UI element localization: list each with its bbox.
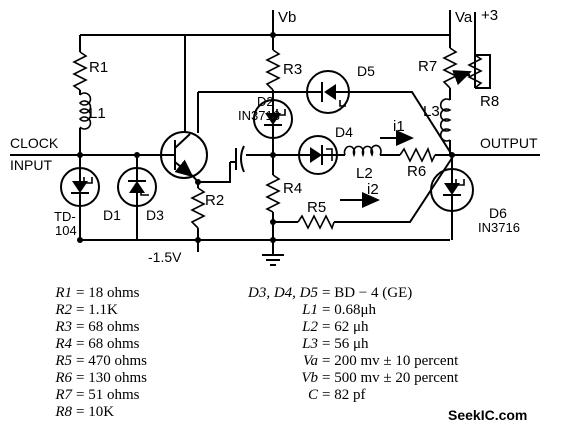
- spec-left-value: = 10K: [76, 404, 114, 420]
- spec-right-symbol: L2: [301, 319, 318, 335]
- spec-left-symbol: R6: [54, 370, 72, 386]
- spec-left-value: = 470 ohms: [76, 353, 147, 369]
- diode-d4: [298, 135, 338, 175]
- spec-left-value: = 51 ohms: [76, 387, 140, 403]
- transistor: [160, 131, 208, 179]
- spec-left-value: = 18 ohms: [76, 285, 140, 301]
- label-r6: R6: [407, 163, 426, 180]
- resistor-r6: [399, 146, 436, 164]
- spec-right-symbol: D3, D4, D5: [247, 285, 318, 301]
- label-l3: L3: [423, 103, 440, 120]
- resistor-r8: [452, 54, 483, 89]
- label-vb: Vb: [278, 9, 296, 26]
- spec-left-symbol: R1: [54, 285, 72, 301]
- label-clock: CLOCK: [10, 135, 59, 151]
- watermark: SeekIC.com: [448, 407, 527, 423]
- label-d2-part: IN3716: [238, 108, 280, 123]
- label-d5: D5: [357, 63, 375, 79]
- spec-left-symbol: R5: [54, 353, 72, 369]
- label-r5: R5: [307, 199, 326, 216]
- inductor-l3: [439, 98, 452, 142]
- spec-left-value: = 130 ohms: [76, 370, 147, 386]
- label-r3: R3: [283, 61, 302, 78]
- diode-d1: [60, 167, 100, 207]
- diode-d6: [430, 168, 474, 212]
- label-l2: L2: [356, 165, 373, 182]
- label-input: INPUT: [10, 157, 52, 173]
- label-d1: D1: [103, 207, 121, 223]
- spec-right-value: = 82 pf: [322, 387, 365, 403]
- circuit-labels: Vb Va +3 R1 L1 R3 D2 IN3716 D5 D4 L2 R6 …: [10, 7, 538, 265]
- label-d1-part-b: 104: [55, 223, 77, 238]
- spec-right-symbol: L3: [301, 336, 318, 352]
- label-d1-part-a: TD-: [54, 209, 76, 224]
- label-plus3: +3: [481, 7, 498, 24]
- resistor-r7: [442, 47, 458, 89]
- spec-left-symbol: R7: [54, 387, 73, 403]
- spec-left-symbol: R3: [54, 319, 72, 335]
- diode-d3: [117, 167, 157, 207]
- label-d6: D6: [489, 205, 507, 221]
- current-arrows: [340, 130, 414, 208]
- spec-left-symbol: R2: [54, 302, 72, 318]
- spec-right-symbol: Va: [303, 353, 318, 369]
- resistor-r3: [265, 49, 281, 91]
- label-r8: R8: [480, 93, 499, 110]
- spec-right-value: = 62 μh: [322, 319, 369, 335]
- label-d4: D4: [335, 124, 353, 140]
- diode-d5: [305, 70, 350, 114]
- label-d6-part: IN3716: [478, 220, 520, 235]
- resistor-r4: [265, 174, 281, 213]
- spec-right-value: = 56 μh: [322, 336, 369, 352]
- spec-right-value: = 500 mv ± 20 percent: [322, 370, 459, 386]
- diode-d2: [253, 99, 293, 139]
- label-output: OUTPUT: [480, 135, 538, 151]
- spec-left-value: = 1.1K: [76, 302, 118, 318]
- label-l1: L1: [89, 105, 106, 122]
- capacitor-c: [230, 145, 245, 173]
- spec-left-value: = 68 ohms: [76, 336, 140, 352]
- spec-right-symbol: L1: [301, 302, 318, 318]
- label-i2: i2: [367, 181, 379, 198]
- label-i1: i1: [393, 118, 405, 135]
- label-va: Va: [455, 9, 473, 26]
- spec-right-symbol: C: [308, 387, 319, 403]
- spec-left-symbol: R4: [54, 336, 72, 352]
- spec-left-value: = 68 ohms: [76, 319, 140, 335]
- inductor-l1: [78, 90, 92, 130]
- resistor-r1: [72, 51, 88, 91]
- spec-left-symbol: R8: [54, 404, 72, 420]
- spec-right-value: = 200 mv ± 10 percent: [322, 353, 459, 369]
- resistor-r2: [190, 187, 206, 229]
- label-d3: D3: [146, 207, 164, 223]
- spec-right-value: = BD − 4 (GE): [322, 285, 412, 301]
- junctions: [77, 32, 455, 243]
- spec-right-value: = 0.68μh: [322, 302, 377, 318]
- label-r4: R4: [283, 180, 302, 197]
- resistor-r5: [297, 214, 335, 231]
- label-d2: D2: [257, 94, 274, 109]
- label-r2: R2: [205, 192, 224, 209]
- label-r7: R7: [418, 58, 437, 75]
- label-r1: R1: [89, 59, 108, 76]
- inductor-l2: [343, 144, 382, 158]
- spec-right-symbol: Vb: [301, 370, 318, 386]
- label-neg15v: -1.5V: [148, 249, 182, 265]
